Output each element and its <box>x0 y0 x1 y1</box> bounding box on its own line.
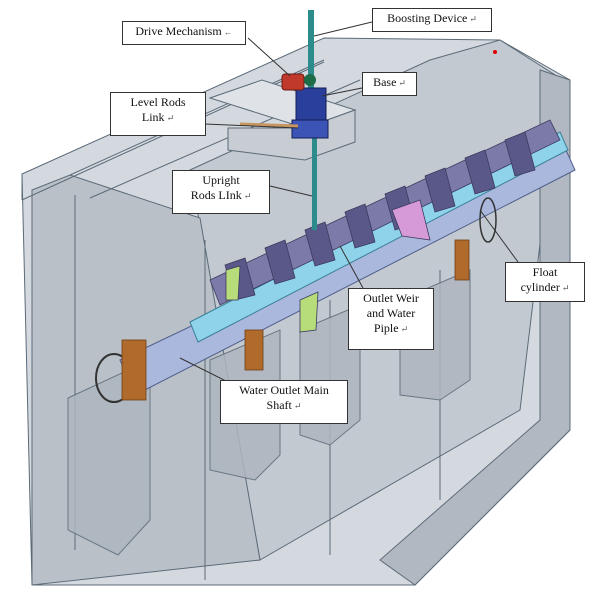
base-assembly <box>291 87 329 139</box>
label-water-outlet-line2: Shaft <box>266 398 292 412</box>
paragraph-mark: ↵ <box>293 401 302 411</box>
outlet-weir-plates <box>209 119 561 333</box>
supports <box>121 239 470 401</box>
label-upright-line2: Rods LInk <box>190 188 242 202</box>
green-fin <box>225 265 241 301</box>
label-upright-rods-link: Upright Rods LInk↵ <box>172 170 270 214</box>
paragraph-mark: ↵ <box>400 324 409 334</box>
upright-rods-link <box>308 10 317 230</box>
paragraph-mark: ↵ <box>561 283 570 293</box>
paragraph-mark: ↵ <box>166 113 175 123</box>
label-drive-mechanism: Drive Mechanism← <box>122 21 246 45</box>
support-leg <box>454 239 470 281</box>
pink-fin <box>391 199 431 241</box>
label-drive-mechanism-text: Drive Mechanism <box>135 24 222 38</box>
motor-gear <box>304 74 316 86</box>
label-water-outlet-line1: Water Outlet Main <box>239 383 329 397</box>
label-level-rods-line2: Link <box>141 110 165 124</box>
label-boosting-device-text: Boosting Device <box>387 11 468 25</box>
paragraph-mark: ↵ <box>398 78 406 88</box>
red-marker <box>493 50 497 54</box>
base-block <box>295 87 327 125</box>
label-base-text: Base <box>373 75 397 89</box>
paragraph-mark: ↵ <box>243 191 252 201</box>
weir-plate <box>424 167 456 213</box>
motor-body <box>281 73 305 91</box>
label-float-line1: Float <box>532 265 558 279</box>
label-boosting-device: Boosting Device↵ <box>372 8 492 32</box>
label-level-rods-line1: Level Rods <box>130 95 186 109</box>
label-upright-line1: Upright <box>202 173 240 187</box>
weir-plate <box>344 203 376 249</box>
label-outlet-line1: Outlet Weir <box>363 291 419 305</box>
green-fin <box>299 291 319 333</box>
label-water-outlet-main-shaft: Water Outlet Main Shaft↵ <box>220 380 348 424</box>
paragraph-mark: ↵ <box>469 14 477 24</box>
tank-right-wall <box>379 69 571 586</box>
arrow-mark: ← <box>223 27 233 37</box>
support-leg <box>244 329 264 371</box>
level-rods-link <box>239 122 299 128</box>
base-lower <box>291 119 329 139</box>
weir-plate <box>304 221 336 267</box>
weir-plate <box>464 149 496 195</box>
weir-plate <box>504 131 536 177</box>
drive-mechanism <box>281 73 316 91</box>
label-float-line2: cylinder <box>520 280 560 294</box>
label-level-rods-link: Level Rods Link↵ <box>110 92 206 136</box>
support-leg <box>121 339 147 401</box>
label-outlet-weir: Outlet Weir and Water Piple↵ <box>348 288 434 350</box>
label-base: Base↵ <box>362 72 417 96</box>
label-outlet-line3: Piple <box>373 321 399 335</box>
label-outlet-line2: and Water <box>366 306 416 320</box>
label-float-cylinder: Float cylinder↵ <box>505 262 585 302</box>
weir-plate <box>264 239 296 285</box>
